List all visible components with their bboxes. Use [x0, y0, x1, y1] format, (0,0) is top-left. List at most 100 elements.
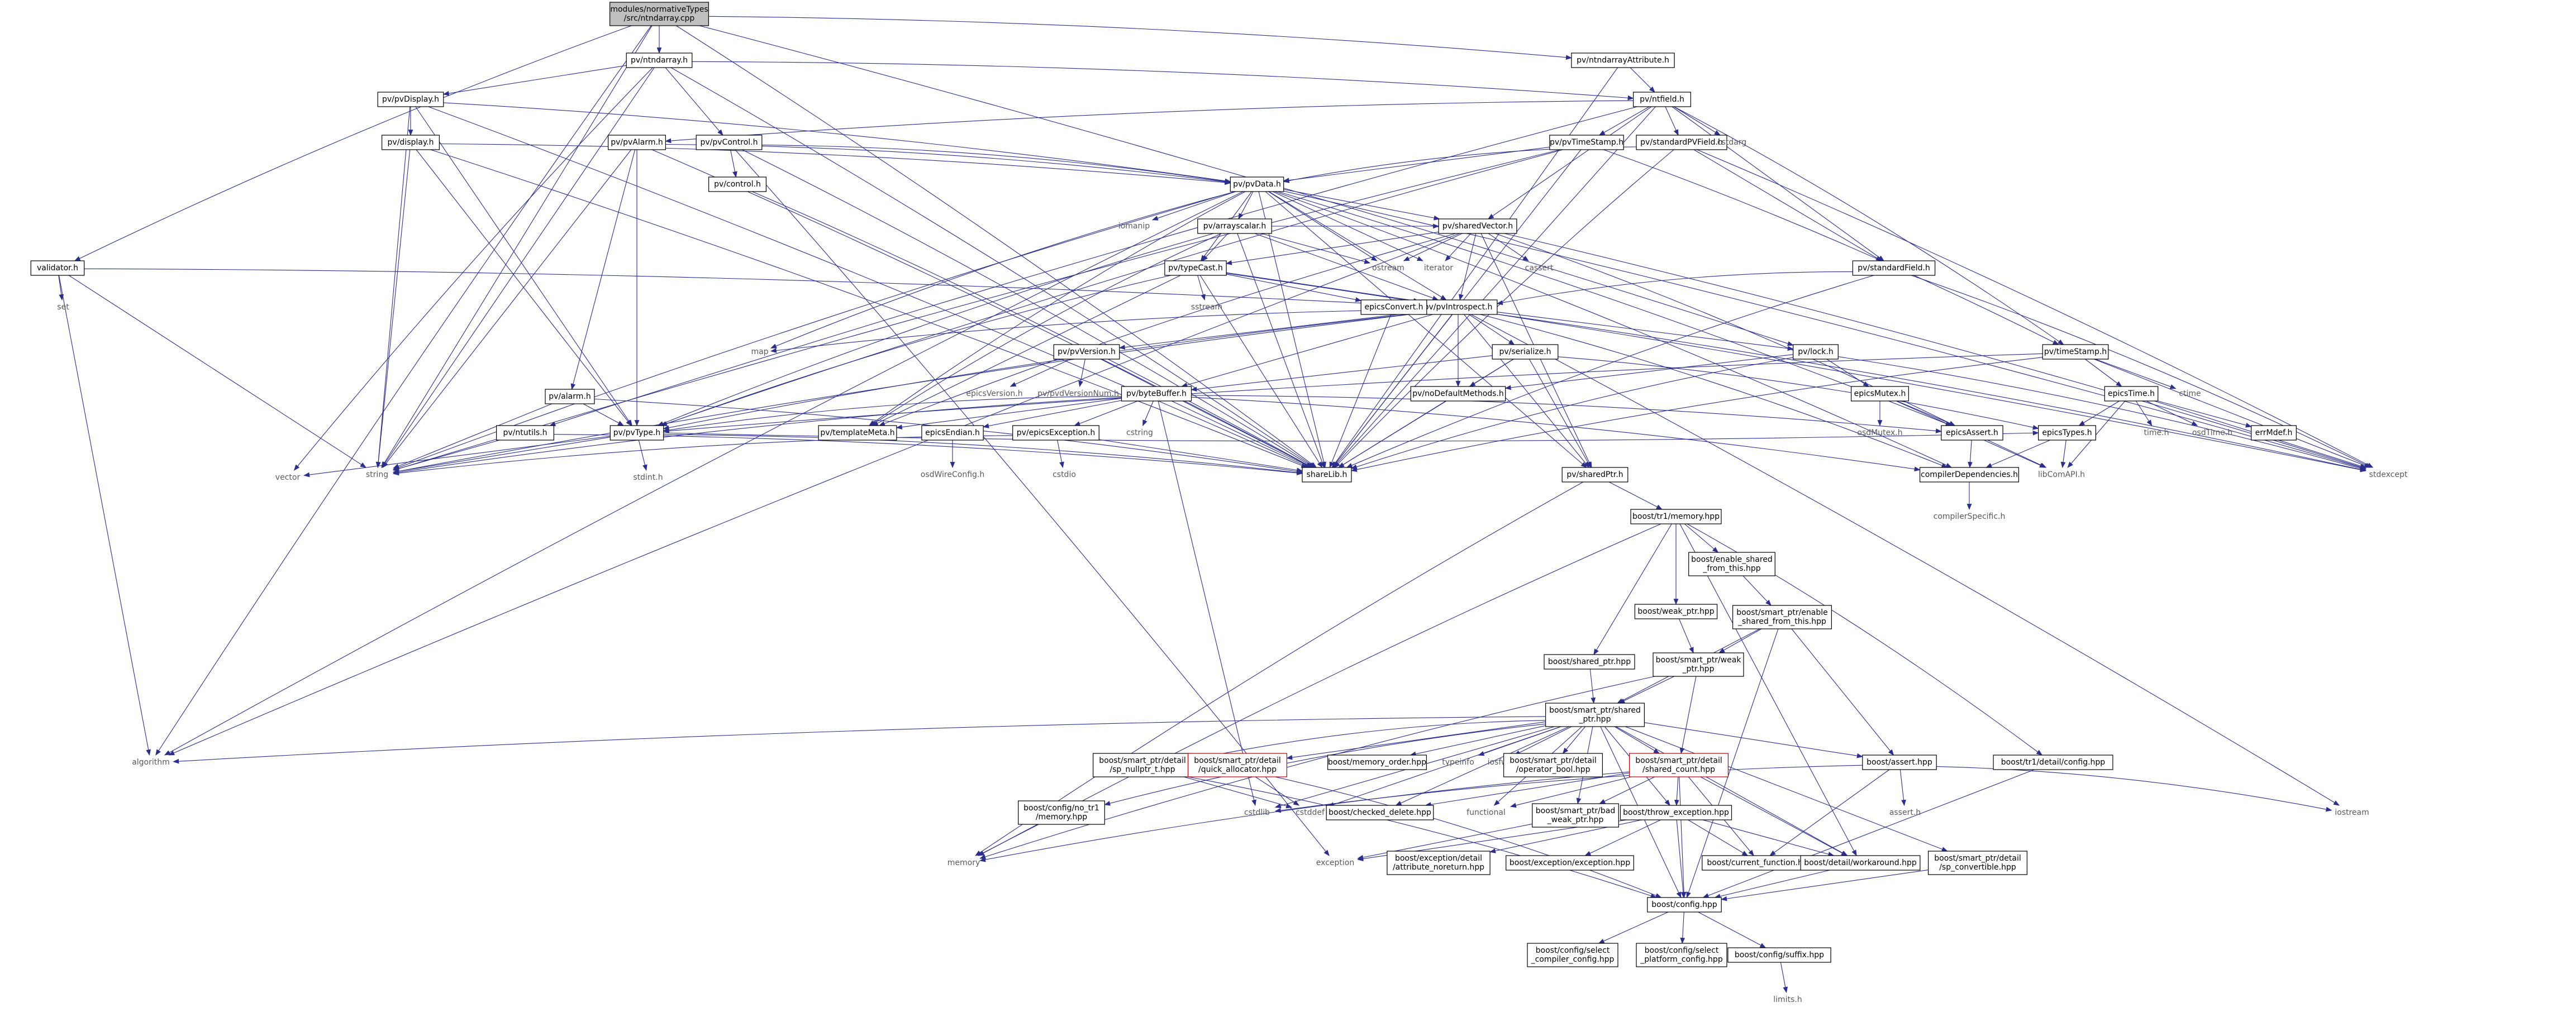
node-compilerDependencies[interactable]: compilerDependencies.h	[1920, 467, 2020, 483]
node-cstring[interactable]: cstring	[1126, 428, 1153, 437]
node-standardPVField[interactable]: pv/standardPVField.h	[1636, 135, 1727, 150]
node-asserth[interactable]: assert.h	[1889, 808, 1921, 817]
node-pvType[interactable]: pv/pvType.h	[610, 425, 664, 441]
node-vector[interactable]: vector	[275, 473, 301, 482]
node-epicsAssert[interactable]: epicsAssert.h	[1941, 425, 2003, 441]
node-validator[interactable]: validator.h	[30, 260, 85, 276]
node-memory[interactable]: memory	[947, 858, 980, 867]
node-weakPtr[interactable]: boost/weak_ptr.hpp	[1634, 604, 1718, 619]
node-workaround[interactable]: boost/detail/workaround.hpp	[1800, 855, 1921, 871]
node-spSharedCount[interactable]: boost/smart_ptr/detail/shared_count.hpp	[1629, 753, 1729, 777]
node-enableSharedFromThis[interactable]: boost/enable_shared_from_this.hpp	[1688, 552, 1775, 576]
node-memoryOrder[interactable]: boost/memory_order.hpp	[1327, 755, 1427, 770]
node-pvdVersionNum[interactable]: pv/pvdVersionNum.h	[1037, 389, 1119, 398]
node-ntutils[interactable]: pv/ntutils.h	[496, 425, 554, 441]
node-cassert[interactable]: cassert	[1525, 264, 1554, 273]
node-sharedPtrHpp[interactable]: boost/shared_ptr.hpp	[1544, 654, 1635, 670]
node-epicsConvert[interactable]: epicsConvert.h	[1360, 299, 1427, 315]
node-display[interactable]: pv/display.h	[381, 135, 440, 150]
node-epicsTime[interactable]: epicsTime.h	[2104, 386, 2159, 402]
node-iomanip[interactable]: iomanip	[1118, 222, 1150, 231]
node-iostream[interactable]: iostream	[2335, 808, 2369, 817]
node-ntfield[interactable]: pv/ntfield.h	[1633, 92, 1692, 107]
node-cstdlib[interactable]: cstdlib	[1244, 808, 1270, 817]
node-string[interactable]: string	[366, 470, 388, 479]
node-typeinfo[interactable]: typeinfo	[1442, 758, 1474, 767]
node-spBadWeak[interactable]: boost/smart_ptr/bad_weak_ptr.hpp	[1532, 803, 1619, 828]
node-throwException[interactable]: boost/throw_exception.hpp	[1620, 805, 1732, 820]
node-sstream[interactable]: sstream	[1191, 303, 1222, 312]
node-currentFunction[interactable]: boost/current_function.hpp	[1702, 855, 1818, 871]
node-cstdarg[interactable]: cstdarg	[1717, 138, 1746, 147]
node-configNoTr1[interactable]: boost/config/no_tr1/memory.hpp	[1018, 800, 1105, 825]
node-exception[interactable]: exception	[1316, 858, 1354, 867]
node-exceptionAttr[interactable]: boost/exception/detail/attribute_noretur…	[1387, 851, 1491, 875]
node-pvEpicsException[interactable]: pv/epicsException.h	[1012, 425, 1099, 441]
node-pvVersion[interactable]: pv/pvVersion.h	[1053, 344, 1120, 360]
node-spSharedPtr[interactable]: boost/smart_ptr/shared_ptr.hpp	[1545, 703, 1645, 727]
node-osdWireConfig[interactable]: osdWireConfig.h	[921, 470, 984, 479]
node-control[interactable]: pv/control.h	[708, 176, 766, 192]
node-stdinth[interactable]: stdint.h	[633, 473, 663, 482]
node-ostream[interactable]: ostream	[1372, 264, 1404, 273]
node-pvTimeStamp[interactable]: pv/pvTimeStamp.h	[1549, 135, 1624, 150]
node-spWeakPtr[interactable]: boost/smart_ptr/weak_ptr.hpp	[1653, 652, 1744, 677]
node-sharedLib[interactable]: shareLib.h	[1302, 467, 1352, 483]
node-algorithm[interactable]: algorithm	[132, 758, 170, 767]
node-spEnableShared[interactable]: boost/smart_ptr/enable_shared_from_this.…	[1732, 605, 1832, 629]
node-set[interactable]: set	[57, 303, 69, 312]
node-stdexcept[interactable]: stdexcept	[2369, 470, 2408, 479]
node-serialize[interactable]: pv/serialize.h	[1492, 344, 1559, 360]
node-selectCompiler[interactable]: boost/config/select_compiler_config.hpp	[1527, 943, 1618, 967]
node-epicsMutex[interactable]: epicsMutex.h	[1851, 386, 1910, 402]
node-sharedVector[interactable]: pv/sharedVector.h	[1438, 218, 1517, 234]
node-timeStamp[interactable]: pv/timeStamp.h	[2042, 344, 2109, 360]
node-tr1DetailConfig[interactable]: boost/tr1/detail/config.hpp	[1993, 755, 2113, 770]
node-timeh[interactable]: time.h	[2144, 428, 2169, 437]
node-cstddef[interactable]: cstddef	[1296, 808, 1325, 817]
node-spOperatorBool[interactable]: boost/smart_ptr/detail/operator_bool.hpp	[1503, 753, 1603, 777]
node-selectPlatform[interactable]: boost/config/select_platform_config.hpp	[1636, 943, 1727, 967]
node-ntndarray[interactable]: pv/ntndarray.h	[626, 52, 693, 68]
node-sharedPtr[interactable]: pv/sharedPtr.h	[1561, 467, 1629, 483]
node-standardField[interactable]: pv/standardField.h	[1852, 260, 1936, 276]
node-osdTime[interactable]: osdTime.h	[2192, 428, 2232, 437]
node-pvData[interactable]: pv/pvData.h	[1230, 176, 1284, 192]
node-functional[interactable]: functional	[1466, 808, 1506, 817]
node-limitsh[interactable]: limits.h	[1773, 995, 1802, 1004]
node-exceptionHpp[interactable]: boost/exception/exception.hpp	[1506, 855, 1634, 871]
node-epicsVersion[interactable]: epicsVersion.h	[966, 389, 1022, 398]
node-ntndarrayAttribute[interactable]: pv/ntndarrayAttribute.h	[1571, 52, 1675, 68]
node-boostAssert[interactable]: boost/assert.hpp	[1862, 755, 1937, 770]
node-tr1memory[interactable]: boost/tr1/memory.hpp	[1630, 509, 1722, 524]
node-iterator[interactable]: iterator	[1424, 264, 1453, 273]
node-epicsEndian[interactable]: epicsEndian.h	[921, 425, 984, 441]
node-ctime[interactable]: ctime	[2179, 389, 2201, 398]
node-libComAPI[interactable]: libComAPI.h	[2038, 470, 2085, 479]
node-configSuffix[interactable]: boost/config/suffix.hpp	[1727, 947, 1831, 963]
node-cstdio[interactable]: cstdio	[1053, 470, 1076, 479]
node-pvDisplay[interactable]: pv/pvDisplay.h	[377, 92, 444, 107]
node-epicsTypes[interactable]: epicsTypes.h	[2038, 425, 2097, 441]
node-label-cstddef: cstddef	[1296, 808, 1325, 817]
node-noDefaultMethods[interactable]: pv/noDefaultMethods.h	[1410, 386, 1506, 402]
node-spConvertible[interactable]: boost/smart_ptr/detail/sp_convertible.hp…	[1928, 851, 2028, 875]
node-lock[interactable]: pv/lock.h	[1793, 344, 1839, 360]
node-spQuickAlloc[interactable]: boost/smart_ptr/detail/quick_allocator.h…	[1188, 753, 1288, 777]
node-pvIntrospect[interactable]: pv/pvIntrospect.h	[1418, 299, 1498, 315]
node-pvControl[interactable]: pv/pvControl.h	[696, 135, 763, 150]
node-errMdef[interactable]: errMdef.h	[2251, 425, 2297, 441]
node-alarm[interactable]: pv/alarm.h	[545, 389, 595, 404]
node-compilerSpecific[interactable]: compilerSpecific.h	[1934, 512, 2006, 521]
node-boostConfig[interactable]: boost/config.hpp	[1647, 897, 1722, 913]
node-pvAlarm[interactable]: pv/pvAlarm.h	[607, 135, 666, 150]
node-osdMutex[interactable]: osdMutex.h	[1857, 428, 1902, 437]
node-spNullptr[interactable]: boost/smart_ptr/detail/sp_nullptr_t.hpp	[1092, 753, 1192, 777]
node-byteBuffer[interactable]: pv/byteBuffer.h	[1121, 386, 1192, 402]
node-map[interactable]: map	[751, 347, 768, 356]
node-typeCast[interactable]: pv/typeCast.h	[1164, 260, 1227, 276]
node-templateMeta[interactable]: pv/templateMeta.h	[818, 425, 897, 441]
node-pvArrayscalar[interactable]: pv/arrayscalar.h	[1197, 218, 1272, 234]
node-checkedDelete[interactable]: boost/checked_delete.hpp	[1326, 805, 1434, 820]
node-root[interactable]: modules/normativeTypes/src/ntndarray.cpp	[609, 2, 709, 26]
